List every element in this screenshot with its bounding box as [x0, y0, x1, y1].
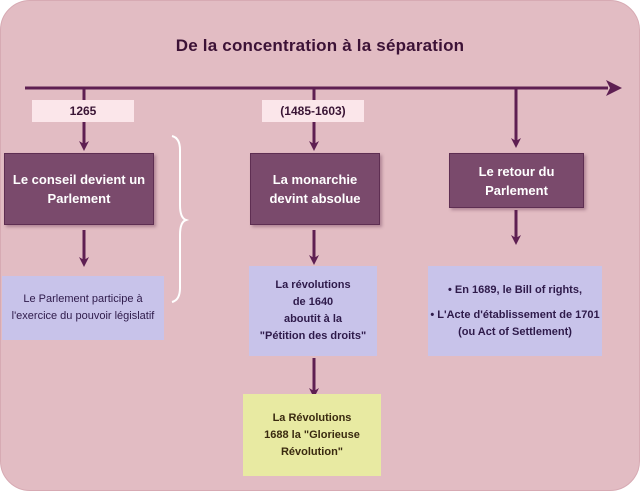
note-legislative-line1: Le Parlement participe à — [23, 293, 143, 305]
note-bill-line2: • L'Acte d'établissement de 1701 — [430, 308, 600, 321]
stage-return-line1: Le retour du — [478, 163, 555, 179]
note-1688-line3: Révolution" — [280, 445, 344, 458]
note-bill-line1: • En 1689, le Bill of rights, — [447, 283, 583, 296]
stage-parliament-line1: Le conseil devient un — [12, 172, 146, 187]
note-1688-line1: La Révolutions — [272, 411, 352, 424]
note-bill-of-rights: • En 1689, le Bill of rights, • L'Acte d… — [428, 266, 602, 356]
stage-parliament-box: Le conseil devient un Parlement — [4, 153, 154, 225]
stage-monarchy-box: La monarchie devint absolue — [250, 153, 380, 225]
note-revolution-1640: La révolutions de 1640 aboutit à la "Pét… — [249, 266, 377, 356]
note-1640-line2: de 1640 — [292, 296, 334, 308]
note-1640-line1: La révolutions — [275, 279, 351, 291]
grouping-bracket — [171, 135, 190, 303]
stage-monarchy-line1: La monarchie — [272, 172, 358, 187]
note-1640-line4: "Pétition des droits" — [259, 330, 367, 342]
note-legislative-line2: l'exercice du pouvoir législatif — [11, 310, 155, 322]
date-1485-1603: (1485-1603) — [262, 100, 364, 122]
stage-return-line2: Parlement — [485, 182, 548, 198]
stage-return-box: Le retour du Parlement — [449, 153, 584, 208]
note-bill-line3: (ou Act of Settlement) — [458, 325, 572, 338]
note-revolution-1688: La Révolutions 1688 la "Glorieuse Révolu… — [243, 394, 381, 476]
note-legislative: Le Parlement participe à l'exercice du p… — [2, 276, 164, 340]
timeline-arrowhead — [606, 80, 622, 96]
stage-monarchy-line2: devint absolue — [269, 191, 361, 206]
diagram-title: De la concentration à la séparation — [175, 36, 465, 55]
note-1688-line2: 1688 la "Glorieuse — [264, 428, 360, 441]
date-1265: 1265 — [32, 100, 134, 122]
stage-parliament-line2: Parlement — [47, 191, 111, 206]
note-1640-line3: aboutit à la — [283, 313, 343, 325]
